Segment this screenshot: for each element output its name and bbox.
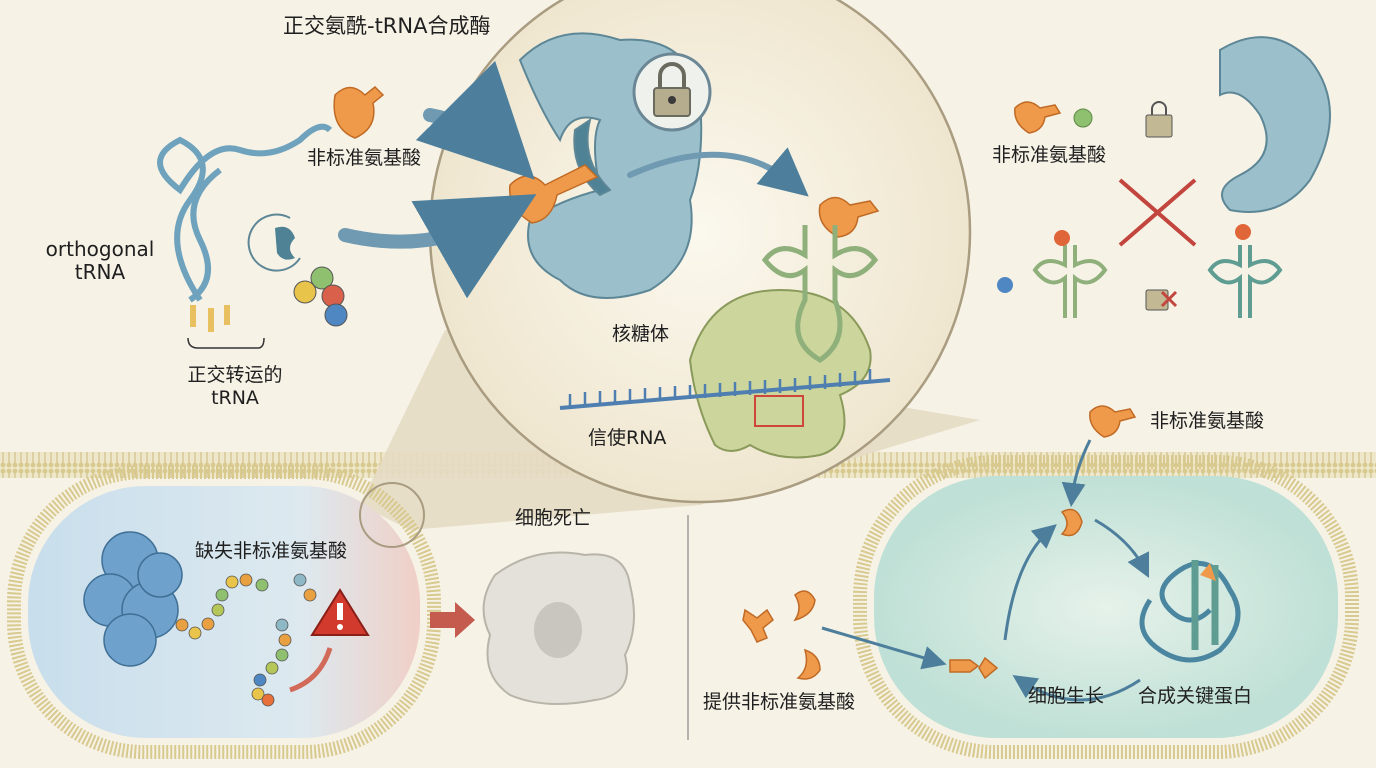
anticodon xyxy=(190,305,230,332)
zoom-source-circle xyxy=(359,482,425,548)
dead-cell-nucleus xyxy=(534,602,582,658)
synthetase-label: 正交氨酰-tRNA合成酶 xyxy=(283,14,491,38)
lock-crossed-icon xyxy=(1145,289,1178,311)
ncaa-label-right-top: 非标准氨基酸 xyxy=(992,144,1107,166)
amino-acid-orange-2 xyxy=(1235,224,1251,240)
amino-acid-cluster xyxy=(293,266,348,327)
anticodon-bracket xyxy=(187,337,265,349)
orthogonal-trna-label: orthogonal tRNA xyxy=(45,237,155,284)
ncaa-label-top: 非标准氨基酸 xyxy=(307,147,422,169)
charged-trna xyxy=(761,225,879,363)
missing-ncaa-label: 缺失非标准氨基酸 xyxy=(195,540,348,562)
amino-acid-blue xyxy=(997,277,1013,293)
orthogonal-trna-cn-label-2: tRNA xyxy=(211,387,259,409)
cell-left-membrane xyxy=(7,465,441,759)
amino-acid-orange xyxy=(1054,230,1070,246)
cell-right xyxy=(874,476,1338,738)
cycle-arrows xyxy=(1003,518,1150,702)
mrna-label: 信使RNA xyxy=(588,427,667,449)
codon-highlight xyxy=(754,395,804,427)
lock-icon-small xyxy=(1145,101,1173,138)
uptake-arrow xyxy=(1061,439,1092,507)
ribosome-label: 核糖体 xyxy=(612,323,670,345)
cell-death-label: 细胞死亡 xyxy=(515,507,592,529)
cell-right-membrane xyxy=(853,455,1359,759)
trna-teal xyxy=(1207,245,1283,318)
cell-growth-label: 细胞生长 xyxy=(1028,685,1105,707)
supply-arrow xyxy=(821,626,947,670)
trna-green xyxy=(1032,245,1108,318)
flow-arrows xyxy=(338,60,809,299)
death-arrow xyxy=(430,602,475,638)
protein-crescent xyxy=(1219,36,1331,213)
peptide-chain xyxy=(175,573,317,707)
key-protein-ncaa xyxy=(1200,563,1216,581)
cross-icon xyxy=(1118,178,1197,247)
amino-acid-green xyxy=(1073,108,1093,128)
orthogonal-trna xyxy=(157,123,333,303)
failure-arrow xyxy=(289,647,333,693)
mrna-strand xyxy=(559,369,891,410)
warning-icon xyxy=(310,588,370,636)
supply-ncaa-label: 提供非标准氨基酸 xyxy=(703,691,856,713)
ncaa-label-right-mid: 非标准氨基酸 xyxy=(1150,410,1265,432)
ribosome-cluster xyxy=(83,531,183,667)
key-protein-label: 合成关键蛋白 xyxy=(1138,685,1253,707)
binding-pocket xyxy=(247,213,301,272)
ribosome xyxy=(688,288,872,459)
orthogonal-trna-cn-label-1: 正交转运的 xyxy=(187,364,283,386)
lock-icon xyxy=(632,52,712,132)
pocket-fragment xyxy=(275,226,295,260)
